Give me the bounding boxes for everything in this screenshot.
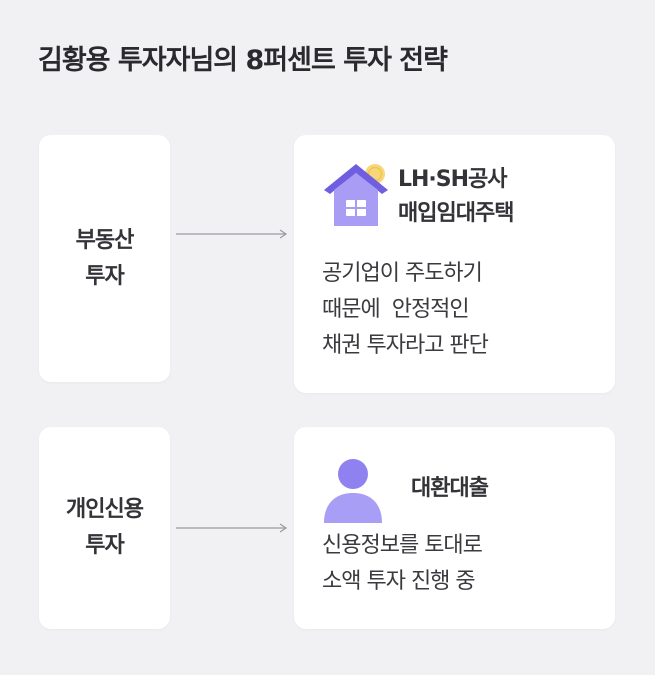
category-label-line: 투자	[85, 263, 124, 289]
category-card-real-estate: 부동산 투자	[39, 135, 170, 382]
house-icon	[324, 164, 388, 226]
arrow-right-icon	[176, 229, 288, 239]
product-title-line: LH·SH공사	[398, 167, 508, 192]
description-line: 채권 투자라고 판단	[322, 333, 489, 358]
description-line: 소액 투자 진행 중	[322, 569, 476, 594]
product-title: LH·SH공사 매입임대주택	[398, 163, 514, 231]
product-title-line: 매입임대주택	[398, 201, 514, 226]
description-line: 때문에 안정적인	[322, 297, 470, 322]
category-label-line: 투자	[85, 533, 124, 558]
description-line: 신용정보를 토대로	[322, 533, 483, 558]
description-line: 공기업이 주도하기	[322, 261, 483, 286]
product-description: 공기업이 주도하기 때문에 안정적인 채권 투자라고 판단	[322, 256, 489, 364]
product-title: 대환대출	[411, 472, 489, 506]
category-label-line: 부동산	[75, 227, 135, 253]
product-title-line: 대환대출	[411, 476, 489, 501]
product-description: 신용정보를 토대로 소액 투자 진행 중	[322, 528, 483, 600]
page-title: 김황용 투자자님의 8퍼센트 투자 전략	[38, 45, 448, 76]
category-card-personal-credit: 개인신용 투자	[39, 427, 170, 629]
arrow-right-icon	[176, 523, 288, 533]
person-icon	[324, 459, 382, 523]
category-label-line: 개인신용	[66, 497, 144, 522]
